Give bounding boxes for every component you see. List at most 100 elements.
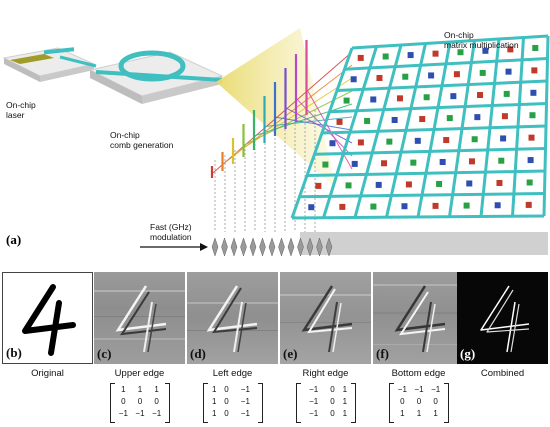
matrix-label-line2: matrix multiplication xyxy=(444,40,519,50)
weight-element xyxy=(351,160,358,167)
kernel-cell: 0 xyxy=(330,385,335,394)
pulse xyxy=(316,237,323,257)
kernel-cell: −1 xyxy=(135,409,145,418)
weight-element xyxy=(386,138,393,145)
kernel-cell: 1 xyxy=(342,385,348,394)
kernel-cell: 1 xyxy=(342,409,348,418)
kernel-cell: 1 xyxy=(400,409,405,418)
pulse xyxy=(249,237,257,257)
digit-upper-edge xyxy=(94,285,185,353)
weight-element xyxy=(329,140,336,147)
weight-element xyxy=(382,53,389,60)
kernel-cell: 1 xyxy=(121,385,126,394)
weight-element xyxy=(526,179,533,186)
kernel-cell: 1 xyxy=(211,397,217,406)
matrix-label-line1: On-chip xyxy=(444,30,474,40)
weight-element xyxy=(336,118,343,125)
comb-feeder xyxy=(232,77,353,156)
weight-element xyxy=(457,49,464,56)
matrix-label: On-chip matrix multiplication xyxy=(444,30,519,50)
weight-element xyxy=(315,182,322,189)
waveguide-column xyxy=(479,38,501,217)
digit-bottom-edge xyxy=(373,284,464,353)
weight-element xyxy=(376,74,383,81)
kernel-cell: 0 xyxy=(154,397,159,406)
caption-left-edge: Left edge xyxy=(212,368,253,379)
matrix-grid xyxy=(290,34,550,255)
kernel-cell: 1 xyxy=(154,385,159,394)
waveguide-column xyxy=(385,43,427,218)
comb-chip xyxy=(88,50,224,104)
waveguide-column xyxy=(353,44,403,218)
pulse xyxy=(259,237,266,257)
weight-element xyxy=(463,202,470,209)
pulse xyxy=(278,237,285,257)
weight-element xyxy=(414,137,421,144)
waveguide-column xyxy=(416,41,452,218)
panel-e-tag: (e) xyxy=(283,346,298,361)
weight-element xyxy=(471,136,478,143)
caption-original: Original xyxy=(31,368,64,379)
pulse xyxy=(287,237,295,257)
kernel-cell: −1 xyxy=(397,385,407,394)
weight-element xyxy=(370,203,377,210)
weight-element xyxy=(428,72,435,79)
weight-element xyxy=(402,73,409,80)
panel-right-edge: (e) xyxy=(280,272,371,364)
weight-element xyxy=(507,46,514,53)
panel-a-tag: (a) xyxy=(6,232,22,247)
panel-upper-edge: (c) xyxy=(94,272,185,364)
weight-element xyxy=(364,117,371,124)
weight-element xyxy=(466,180,473,187)
weight-element xyxy=(532,44,539,51)
kernel-cell: 0 xyxy=(121,397,126,406)
waveguide-column xyxy=(448,40,476,217)
caption-combined: Combined xyxy=(480,368,525,379)
weight-element xyxy=(498,157,505,164)
kernel-cell: −1 xyxy=(240,397,250,406)
kernel-cell: −1 xyxy=(152,409,162,418)
comb-feeder xyxy=(264,116,353,128)
kernel-cell: −1 xyxy=(309,397,319,406)
weight-element xyxy=(339,203,346,210)
kernel-cell: −1 xyxy=(240,385,250,394)
weight-element xyxy=(525,201,532,208)
photonic-convolution-illustration xyxy=(2,28,550,257)
weight-element xyxy=(494,202,501,209)
weight-element xyxy=(436,180,443,187)
kernel-cell: −1 xyxy=(309,409,319,418)
comb-label-line2: comb generation xyxy=(110,140,174,150)
weight-element xyxy=(370,96,377,103)
kernel-cell: 1 xyxy=(416,409,422,418)
panel-bottom-edge: (f) xyxy=(373,272,464,364)
modulation-label-line2: modulation xyxy=(150,232,192,242)
pulse xyxy=(240,237,247,257)
kernel-cell: 1 xyxy=(433,409,438,418)
panel-left-edge: (d) xyxy=(187,272,278,364)
pulse xyxy=(306,237,314,257)
weight-element xyxy=(396,95,403,102)
kernel-cell: 1 xyxy=(211,385,217,394)
kernel-cell: 0 xyxy=(400,397,405,406)
weight-element xyxy=(322,161,329,168)
panel-g-tag: (g) xyxy=(460,346,476,361)
waveguide-column xyxy=(290,47,354,219)
matrix-chip-edge xyxy=(300,232,548,255)
comb-label-line1: On-chip xyxy=(110,130,140,140)
weight-element xyxy=(505,68,512,75)
waveguide-column xyxy=(542,35,550,217)
laser-chip xyxy=(2,47,97,82)
weight-element xyxy=(410,159,417,166)
weight-element xyxy=(350,76,357,83)
pulse xyxy=(221,237,228,257)
kernel-cell: 0 xyxy=(224,409,229,418)
kernel-cell: 0 xyxy=(224,385,229,394)
weight-element xyxy=(501,113,508,120)
kernel-cell: 1 xyxy=(211,409,217,418)
weight-element xyxy=(496,179,503,186)
kernel-cell: 1 xyxy=(137,385,143,394)
dashed-guides xyxy=(214,110,316,232)
modulated-pulses xyxy=(211,237,333,257)
